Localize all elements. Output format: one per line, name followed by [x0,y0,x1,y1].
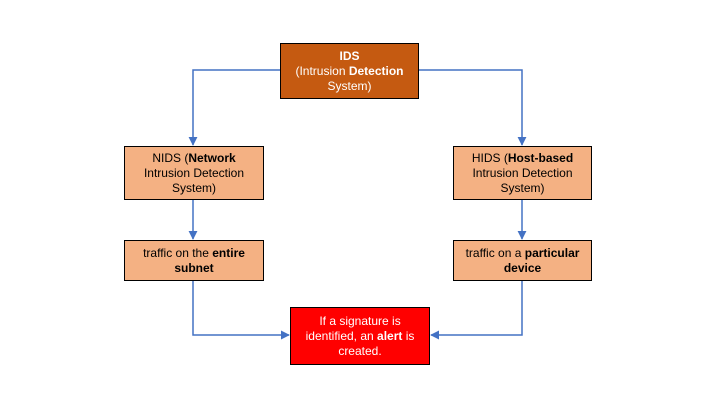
nids-traffic-node: traffic on the entire subnet [124,240,264,281]
nids-line3: System) [171,180,216,195]
ids-node: IDS (Intrusion Detection System) [280,43,419,99]
ids-title: IDS [339,48,360,63]
nids-traffic-line1-bold: entire [212,245,245,260]
nids-line1-text: NIDS ( [152,150,189,165]
ids-line3: System) [327,78,372,93]
alert-line1: If a signature is [319,313,401,328]
ids-line2-bold: Detection [348,63,404,78]
nids-line1-bold: Network [188,150,236,165]
nids-line2: Intrusion Detection [143,165,245,180]
ids-line2-text: (Intrusion [295,63,349,78]
alert-line2-post: is [402,328,415,343]
alert-line3: created. [338,343,382,358]
alert-line2-bold: alert [377,328,403,343]
ids-to-hids-connector [419,69,527,146]
hids-traffic-line1-bold: particular [524,245,580,260]
nids-traffic-line1-text: traffic on the [143,245,213,260]
ids-to-nids-connector [188,69,280,146]
hids-line2: Intrusion Detection [472,165,573,180]
hids-line1-bold: Host-based [507,150,574,165]
nids-traffic-to-alert-connector [192,281,290,340]
hids-traffic-node: traffic on a particular device [453,240,592,281]
nids-traffic-line2-bold: subnet [174,260,214,275]
hids-traffic-line2-bold: device [503,260,542,275]
hids-line1-text: HIDS ( [471,150,508,165]
alert-line2-text: identified, an [305,328,378,343]
hids-traffic-line1-text: traffic on a [465,245,525,260]
hids-node: HIDS (Host-based Intrusion Detection Sys… [453,146,592,200]
nids-node: NIDS (Network Intrusion Detection System… [124,146,264,200]
hids-traffic-to-alert-connector [430,281,523,340]
hids-line3: System) [500,180,545,195]
alert-node: If a signature is identified, an alert i… [290,307,430,365]
